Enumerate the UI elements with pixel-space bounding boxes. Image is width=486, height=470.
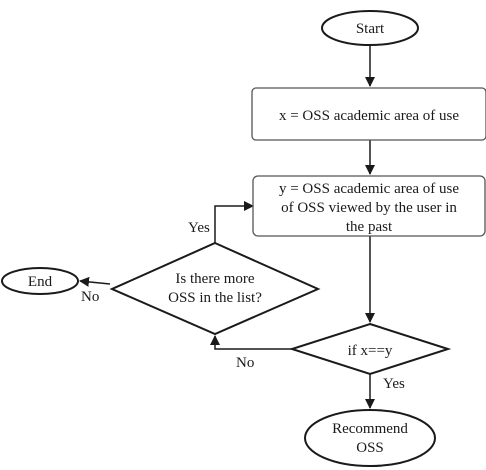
more-oss-line-1: Is there more: [175, 271, 254, 287]
compare-decision: [288, 322, 452, 376]
more-oss-line-2: OSS in the list?: [168, 290, 262, 306]
edge-label-more-yes: Yes: [188, 220, 210, 236]
edge-label-compare-yes: Yes: [383, 376, 405, 392]
assign-x-label: x = OSS academic area of use: [279, 108, 459, 124]
assign-y-line-2: of OSS viewed by the user in: [281, 200, 457, 216]
compare-label: if x==y: [348, 343, 393, 359]
assign-y-line-3: the past: [346, 219, 393, 235]
arrow-compare-no-to-more: [210, 335, 292, 350]
assign-y-line-1: y = OSS academic area of use: [279, 181, 459, 197]
more-oss-decision: [109, 241, 321, 336]
recommend-line-2: OSS: [356, 440, 384, 456]
edge-label-more-no: No: [81, 289, 99, 305]
start-terminal: [321, 10, 419, 46]
recommend-terminal: [304, 409, 436, 467]
arrow-more-yes-to-assign-y: [214, 201, 254, 243]
arrow-more-no-to-end: [79, 276, 111, 287]
recommend-line-1: Recommend: [332, 421, 408, 437]
end-label: End: [28, 274, 53, 290]
end-terminal: [1, 267, 79, 295]
start-label: Start: [356, 21, 385, 37]
edge-label-compare-no: No: [236, 355, 254, 371]
assign-y-box: [252, 175, 486, 237]
assign-x-box: [251, 87, 486, 141]
